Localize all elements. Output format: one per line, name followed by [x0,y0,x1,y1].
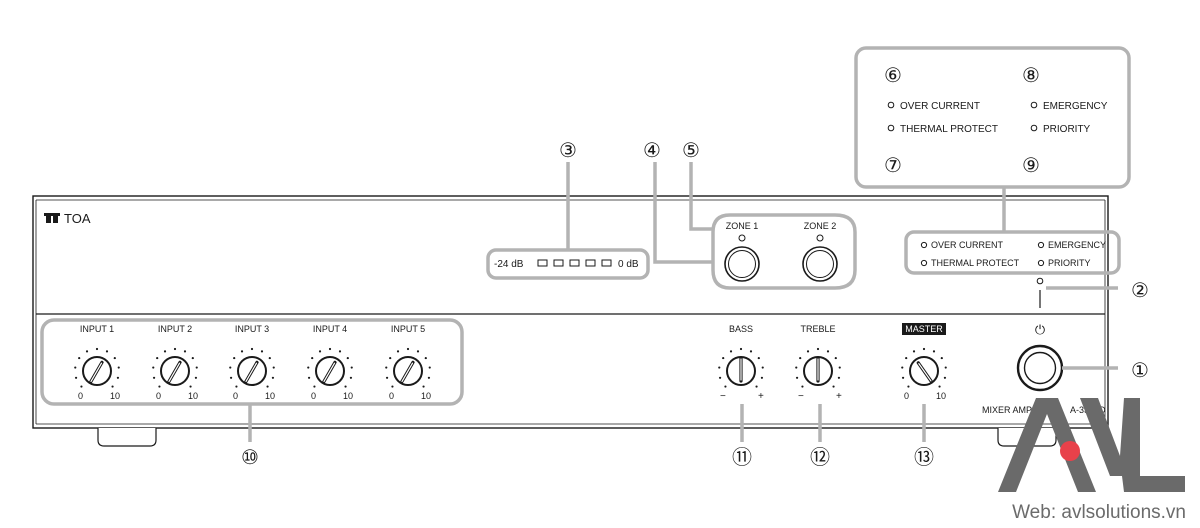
input3-knob[interactable] [229,347,275,388]
input2-knob[interactable] [152,347,198,388]
watermark-url: Web: avlsolutions.vn [1012,502,1186,523]
treble-minus: − [798,391,804,402]
power-symbol-icon: ⏻ [1035,322,1045,337]
master-min: 0 [904,391,909,401]
meter-led-4 [585,259,596,267]
callout-frames [40,46,1131,442]
zone-section: ZONE 1 ZONE 2 [724,221,838,282]
status-indicators: OVER CURRENT THERMAL PROTECT EMERGENCY P… [920,240,1106,308]
tone-section: BASS TREBLE − + − + [718,324,842,402]
toa-logo: TOA [44,211,91,226]
input4-label: INPUT 4 [313,324,347,334]
callout-9: ⑨ [1022,153,1040,177]
input2-min: 0 [156,391,161,401]
master-max: 10 [936,391,946,401]
meter-led-1 [537,259,548,267]
meter-low-label: -24 dB [494,259,524,270]
zone1-label: ZONE 1 [726,221,759,231]
treble-label: TREBLE [800,324,835,334]
callout-12: ⑫ [810,445,830,469]
panel-priority-label: PRIORITY [1048,258,1091,268]
avl-red-dot [1060,441,1080,461]
bass-label: BASS [729,324,753,334]
input1-label: INPUT 1 [80,324,114,334]
input-section: INPUT 1 INPUT 2 INPUT 3 INPUT 4 INPUT 5 … [74,324,431,401]
callout-6: ⑥ [884,63,902,87]
zone2-label: ZONE 2 [804,221,837,231]
input1-min: 0 [78,391,83,401]
input-frame [40,318,464,406]
chassis [32,195,1109,429]
input5-knob[interactable] [385,347,431,388]
callout-13: ⑬ [914,445,934,469]
callout-3: ③ [559,138,577,162]
callout-numbers: ① ② ③ ④ ⑤ ⑥ ⑦ ⑧ ⑨ ⑩ ⑪ ⑫ ⑬ [241,63,1149,469]
meter-led-5 [601,259,612,267]
input4-max: 10 [343,391,353,401]
avl-watermark-logo [998,398,1185,492]
level-meter: -24 dB 0 dB [494,259,639,270]
detail-priority-label: PRIORITY [1043,124,1091,135]
meter-led-3 [569,259,580,267]
master-knob[interactable] [901,347,947,388]
input1-max: 10 [110,391,120,401]
indicator-detail: OVER CURRENT THERMAL PROTECT EMERGENCY P… [887,101,1108,135]
detail-thermal-protect-label: THERMAL PROTECT [900,124,998,135]
left-foot [97,428,157,447]
panel-emergency-label: EMERGENCY [1048,240,1106,250]
input3-min: 0 [233,391,238,401]
input3-label: INPUT 3 [235,324,269,334]
treble-plus: + [836,391,842,402]
detail-emergency-label: EMERGENCY [1043,101,1108,112]
detail-over-current-label: OVER CURRENT [900,101,980,112]
callout-4: ④ [643,138,661,162]
bass-plus: + [758,391,764,402]
meter-led-2 [553,259,564,267]
bass-knob[interactable] [718,347,764,388]
master-badge [902,323,946,335]
input3-max: 10 [265,391,275,401]
zone2-led [816,234,824,242]
model-label: MIXER AMPLIFIER [982,405,1061,415]
zone1-led [738,234,746,242]
input5-label: INPUT 5 [391,324,425,334]
treble-knob[interactable] [795,347,841,388]
master-section: MASTER 0 10 [901,323,947,401]
input1-knob[interactable] [74,347,120,388]
callout-8: ⑧ [1022,63,1040,87]
zone2-button[interactable] [802,246,838,282]
input5-max: 10 [421,391,431,401]
zone1-button[interactable] [724,246,760,282]
master-label: MASTER [905,324,943,334]
panel-over-current-label: OVER CURRENT [931,240,1004,250]
callout-7: ⑦ [884,153,902,177]
input5-min: 0 [389,391,394,401]
logo-text: TOA [64,211,91,226]
power-indicator-led [1036,277,1044,285]
callout-10: ⑩ [241,445,259,469]
meter-high-label: 0 dB [618,259,639,270]
input2-label: INPUT 2 [158,324,192,334]
indicator-detail-frame [854,46,1131,189]
input2-max: 10 [188,391,198,401]
callout-1: ① [1131,358,1149,382]
feet [97,428,1057,447]
callout-2: ② [1131,278,1149,302]
chassis-outline [32,195,1109,429]
zone-frame [711,213,857,290]
input4-min: 0 [311,391,316,401]
callout-11: ⑪ [732,445,752,469]
callout-5: ⑤ [682,138,700,162]
panel-thermal-protect-label: THERMAL PROTECT [931,258,1020,268]
bass-minus: − [720,391,726,402]
indicator-panel-frame [904,230,1121,275]
power-button[interactable] [1016,344,1064,392]
input4-knob[interactable] [307,347,353,388]
